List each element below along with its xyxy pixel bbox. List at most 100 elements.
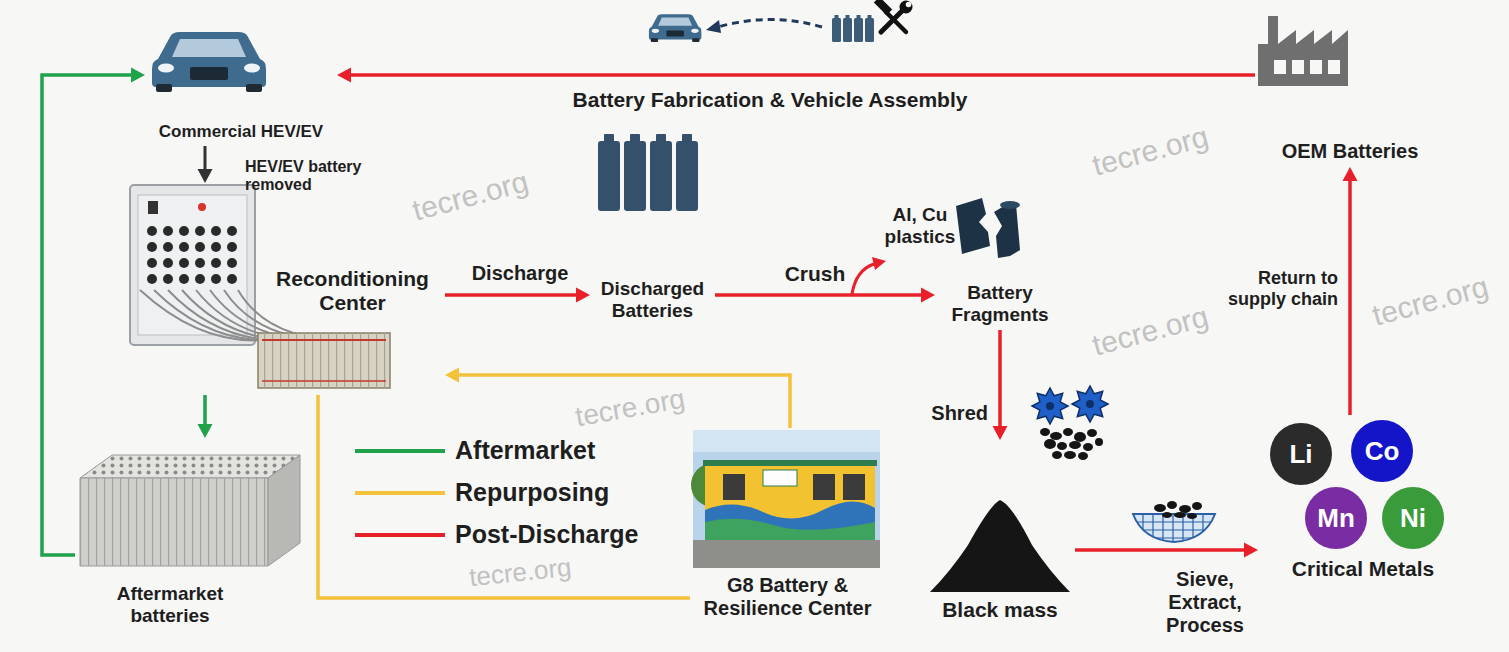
car-icon [246, 84, 262, 92]
watermark: tecre.org [1089, 119, 1212, 182]
g8-building-photo [723, 474, 745, 500]
aftermarket-battery-block [80, 478, 268, 566]
g8-building-photo [693, 430, 880, 568]
small-car-icon [692, 38, 699, 42]
small-car-icon [658, 18, 692, 26]
g8-building-photo [763, 470, 797, 486]
small-battery-icon [868, 15, 872, 18]
g8-building-photo [843, 474, 865, 500]
discharged-battery-icon [624, 141, 646, 211]
byproduct-arrow [852, 257, 886, 294]
process-node: Commercial HEV/EV [145, 22, 337, 146]
battery-pack [262, 380, 386, 382]
g8-building-photo [705, 519, 875, 540]
reconditioning-cabinet [138, 195, 247, 335]
arrow-head [198, 169, 213, 183]
small-battery-icon [857, 15, 861, 18]
discharged-battery-icon [598, 141, 620, 211]
fragments-icon [994, 204, 1020, 258]
dashed-install-arrow [706, 20, 721, 33]
shredded-particles [1050, 432, 1062, 440]
arrow-head [445, 368, 459, 383]
shredded-particles [1044, 439, 1056, 449]
flow-connector [1343, 167, 1358, 415]
process-node: Critical Metals Li CoMn Ni [1258, 415, 1468, 585]
shredded-particles [1057, 442, 1067, 450]
g8-building-photo [813, 474, 835, 500]
legend-swatch [355, 491, 445, 495]
connector-line [203, 395, 207, 426]
discharged-battery-icon [656, 134, 666, 142]
legend-text: Aftermarket [455, 436, 595, 465]
small-car-icon [652, 29, 659, 33]
edge-label: Discharge [455, 262, 585, 285]
factory-icon [1258, 16, 1348, 86]
legend-swatch [355, 533, 445, 537]
sieve-icon [1130, 537, 1220, 538]
shredded-particles [1063, 428, 1073, 436]
edge-label: Crush [760, 262, 870, 286]
node-label: Aftermarket batteries [95, 583, 245, 627]
tools-icon [874, 0, 892, 15]
watermark: tecre.org [409, 164, 532, 227]
metal-symbol: Co [1365, 438, 1400, 464]
battery-pack [258, 333, 390, 388]
shredder-gears [1032, 386, 1108, 424]
dashed-install-arrow [706, 20, 822, 34]
small-battery-icon [835, 15, 839, 18]
tools-icon [906, 2, 912, 8]
aftermarket-battery-block [80, 455, 300, 566]
car-icon [152, 32, 266, 92]
discharged-battery-icon [598, 134, 698, 211]
aftermarket-battery-block [80, 455, 300, 478]
arrow-head [1343, 167, 1358, 181]
connector-line [715, 293, 923, 297]
shredder-gears [1046, 402, 1054, 410]
black-mass-pile [930, 500, 1070, 592]
reconditioning-cabinet [130, 185, 255, 345]
legend-swatch [355, 449, 445, 453]
car-icon [156, 84, 172, 92]
small-battery-icon [832, 15, 874, 42]
reconditioning-cabinet [130, 185, 255, 345]
flow-connector [337, 68, 1255, 83]
flow-connector [993, 330, 1008, 440]
g8-building-photo [703, 460, 877, 466]
sieve-icon [1154, 501, 1202, 519]
sieve-icon [1192, 502, 1202, 510]
reconditioning-cabinet [144, 223, 240, 287]
tools-icon [886, 12, 906, 32]
node-label: Black mass [925, 598, 1075, 622]
battery-pack [258, 333, 390, 388]
connector-line [42, 75, 133, 555]
watermark: tecre.org [1089, 299, 1212, 362]
tools-icon [874, 0, 913, 32]
metal-symbol: Mn [1317, 505, 1355, 531]
shredded-particles [1095, 438, 1103, 446]
watermark: tecre.org [573, 383, 687, 433]
metal-symbol: Li [1289, 441, 1312, 467]
arrow-head [337, 68, 351, 83]
small-battery-icon [843, 18, 852, 42]
edge-label: Return to supply chain [1223, 268, 1338, 309]
g8-building-photo [691, 430, 880, 568]
node-label: Discharged Batteries [590, 278, 715, 322]
flow-connector [198, 146, 213, 183]
sieve-icon [1179, 505, 1191, 513]
metal-circle: Ni [1382, 487, 1444, 549]
byproduct-arrow [872, 257, 886, 270]
connector-line [445, 293, 578, 297]
dashed-install-arrow [718, 20, 822, 28]
process-node: Reconditioning Center [125, 183, 445, 395]
metal-circle: Li [1270, 423, 1332, 485]
arrow-head [576, 288, 590, 303]
factory-icon [1328, 60, 1340, 74]
sieve-icon [1174, 512, 1186, 518]
connector-line [318, 395, 690, 598]
arrow-head [131, 68, 145, 83]
car-icon [152, 32, 266, 87]
shredded-particles [1052, 451, 1062, 459]
metal-circle: Co [1351, 420, 1413, 482]
car-icon [172, 39, 246, 57]
node-label: Critical Metals [1258, 557, 1468, 581]
